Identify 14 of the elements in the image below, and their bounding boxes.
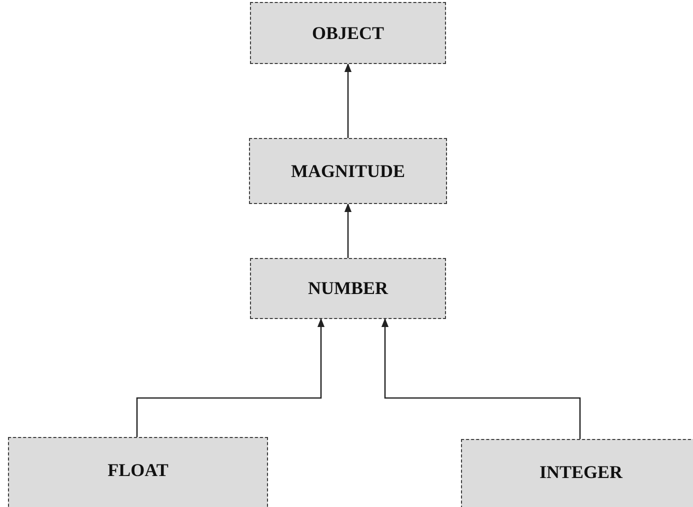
class-box bbox=[250, 2, 446, 64]
class-name: NUMBER bbox=[308, 278, 388, 299]
arrow bbox=[381, 318, 581, 439]
class-name: OBJECT bbox=[312, 22, 384, 44]
class-name: INTEGER bbox=[539, 462, 623, 483]
class-box bbox=[249, 138, 447, 204]
class-box bbox=[461, 439, 693, 507]
arrow bbox=[344, 203, 352, 258]
class-box bbox=[250, 258, 446, 319]
class-box bbox=[8, 437, 268, 507]
class-name: MAGNITUDE bbox=[290, 160, 405, 182]
class-name: FLOAT bbox=[108, 460, 168, 481]
arrow bbox=[344, 63, 352, 138]
arrow bbox=[136, 318, 325, 437]
